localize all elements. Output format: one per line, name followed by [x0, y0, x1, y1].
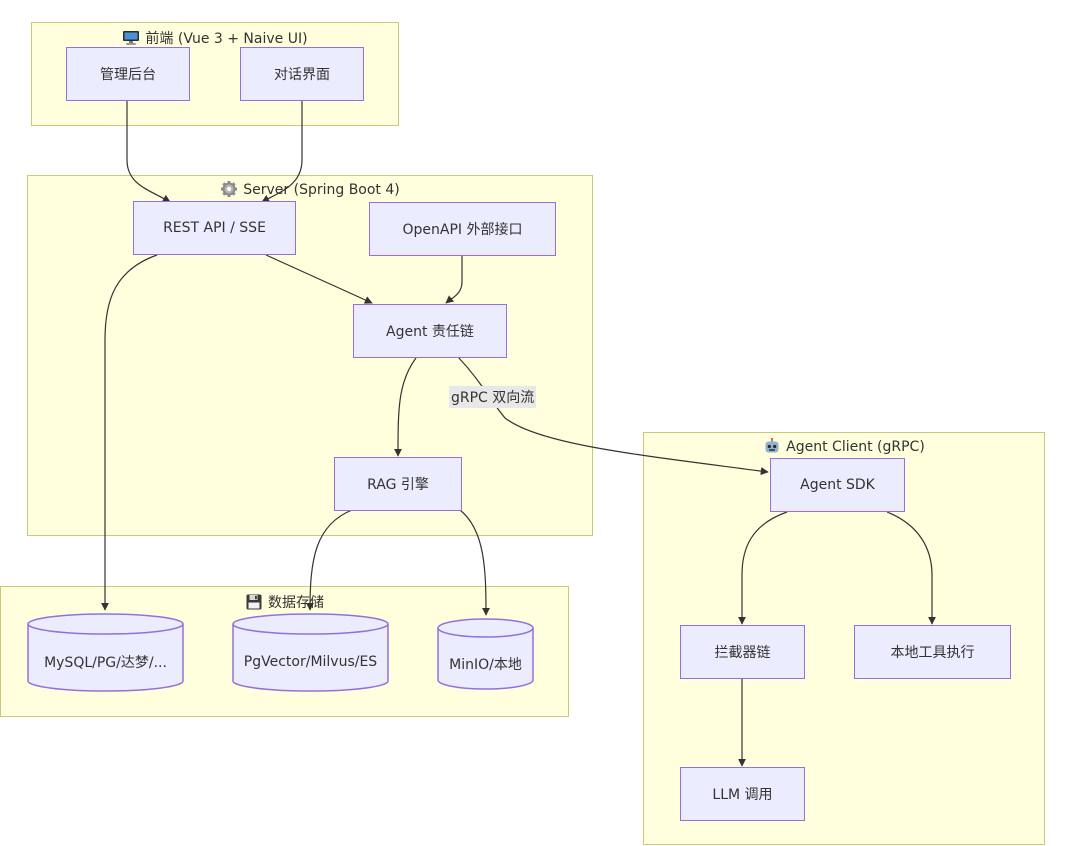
edge-label-grpc-stream: gRPC 双向流 [449, 386, 537, 408]
node-rest-api-sse[interactable]: REST API / SSE [133, 201, 296, 255]
node-chat-interface[interactable]: 对话界面 [240, 47, 364, 101]
node-rag-engine[interactable]: RAG 引擎 [334, 457, 462, 511]
gear-icon [220, 181, 238, 197]
monitor-icon [122, 30, 140, 46]
node-admin-console[interactable]: 管理后台 [66, 47, 190, 101]
db-vector-label[interactable]: PgVector/Milvus/ES [243, 654, 378, 670]
db-minio [437, 618, 534, 690]
edge-agent-chain-to-sdk [457, 356, 769, 476]
edge-sdk-to-local-tools [886, 511, 936, 625]
db-mysql [27, 613, 184, 692]
db-vector [232, 613, 389, 692]
floppy-disk-icon [245, 594, 263, 610]
db-minio-label[interactable]: MinIO/本地 [449, 657, 522, 673]
node-agent-sdk[interactable]: Agent SDK [770, 458, 905, 512]
robot-icon [763, 437, 781, 454]
edge-admin-to-rest [126, 101, 171, 203]
node-llm-call[interactable]: LLM 调用 [680, 767, 805, 821]
node-openapi-external[interactable]: OpenAPI 外部接口 [369, 202, 556, 256]
edge-rest-to-agent-chain [265, 254, 373, 304]
node-interceptor-chain[interactable]: 拦截器链 [680, 625, 805, 679]
edge-rest-to-mysql [101, 254, 158, 611]
edge-rag-to-vector [306, 509, 353, 611]
edge-chat-to-rest [261, 101, 303, 203]
agent-client-cluster-title: Agent Client (gRPC) [786, 439, 925, 455]
node-local-tool-execution[interactable]: 本地工具执行 [854, 625, 1011, 679]
frontend-cluster-title: 前端 (Vue 3 + Naive UI) [145, 31, 308, 47]
node-agent-chain[interactable]: Agent 责任链 [353, 304, 507, 358]
edge-agent-chain-to-rag [394, 357, 417, 457]
edge-rag-to-minio [459, 509, 490, 616]
edge-sdk-to-interceptor [738, 511, 788, 625]
server-cluster-title: Server (Spring Boot 4) [243, 182, 400, 198]
edge-openapi-to-agent-chain [445, 256, 463, 304]
db-mysql-label[interactable]: MySQL/PG/达梦/... [44, 655, 167, 671]
